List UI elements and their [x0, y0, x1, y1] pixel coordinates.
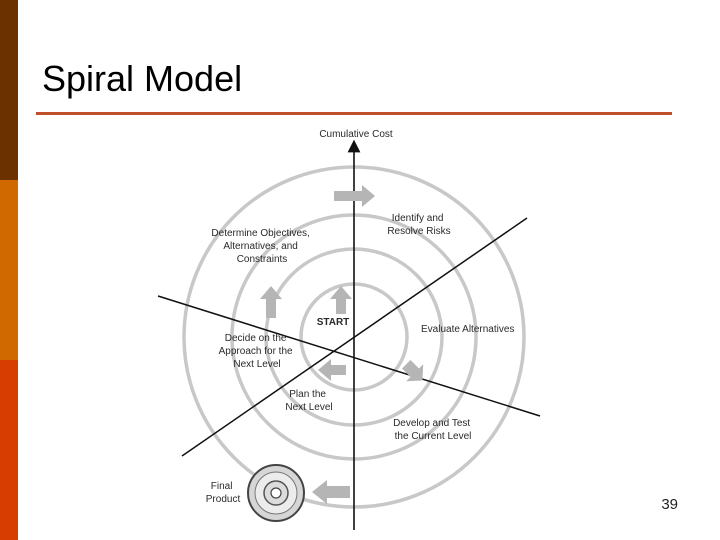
cumulative-cost-label: Cumulative Cost	[319, 129, 393, 140]
plan-next-level-label: Plan the Next Level	[285, 389, 332, 413]
arrow-left-middle-icon	[318, 359, 346, 381]
arrow-down-right-icon	[401, 359, 424, 382]
arrow-right-top-icon	[334, 185, 375, 207]
slide-title: Spiral Model	[42, 58, 243, 99]
axis-line-descending	[157, 295, 541, 417]
direction-arrows	[260, 185, 424, 504]
final-product-label: Final Product	[206, 481, 241, 505]
determine-objectives-label: Determine Objectives, Alternatives, and …	[211, 228, 312, 265]
start-label: START	[317, 317, 350, 328]
accent-bar-bottom	[0, 360, 18, 540]
accent-bar-top	[0, 0, 18, 180]
page-number: 39	[661, 496, 678, 513]
final-product-disc-icon	[247, 464, 305, 522]
arrow-left-final-icon	[312, 480, 350, 504]
evaluate-alternatives-label: Evaluate Alternatives	[421, 324, 514, 335]
accent-bar-middle	[0, 180, 18, 360]
identify-risks-label: Identify and Resolve Risks	[387, 213, 450, 237]
title-underline	[36, 112, 672, 115]
arrow-up-start-icon	[330, 286, 352, 314]
develop-test-label: Develop and Test the Current Level	[393, 418, 473, 442]
axis-line-ascending	[181, 217, 528, 457]
arrow-up-left-outer-icon	[260, 286, 282, 318]
decide-approach-label: Decide on the Approach for the Next Leve…	[219, 333, 296, 370]
